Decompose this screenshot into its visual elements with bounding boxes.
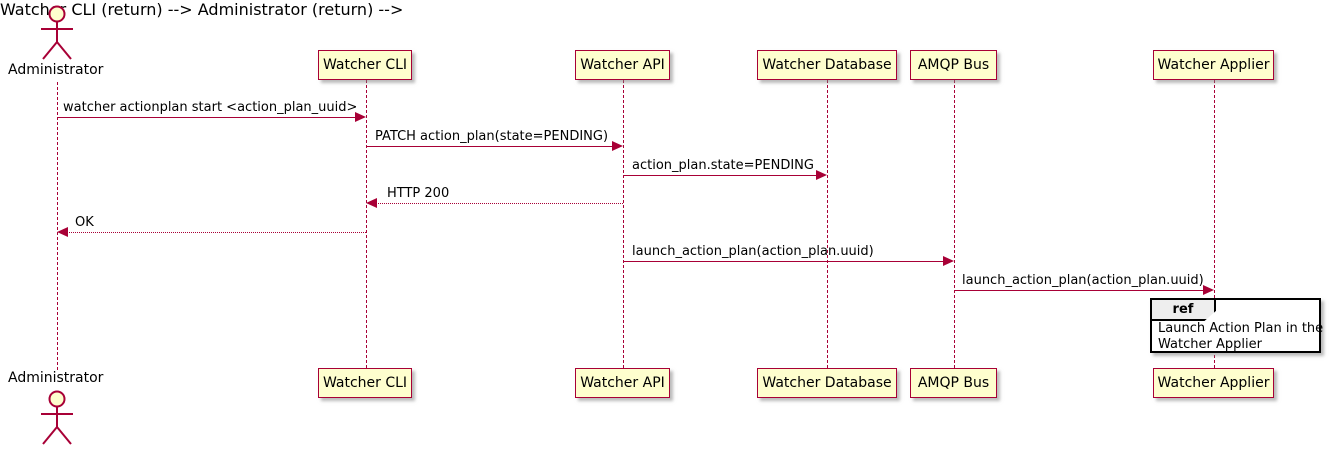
participant-watcher-applier-bottom: Watcher Applier (1153, 368, 1274, 398)
ref-text: Launch Action Plan in the Watcher Applie… (1158, 321, 1324, 353)
lifeline-watcher-database (827, 80, 828, 368)
message-line (954, 290, 1205, 291)
participant-amqp-bus-bottom: AMQP Bus (910, 368, 997, 398)
participant-watcher-database-top: Watcher Database (757, 50, 897, 80)
lifeline-watcher-cli (366, 80, 367, 368)
actor-icon (41, 5, 73, 60)
arrowhead-left-icon (366, 198, 377, 208)
ref-fragment: ref Launch Action Plan in the Watcher Ap… (1150, 298, 1324, 353)
message-label: action_plan.state=PENDING (632, 158, 814, 173)
arrowhead-right-icon (1203, 285, 1214, 295)
actor-label-top: Administrator (8, 62, 104, 78)
lifeline-amqp-bus (954, 80, 955, 368)
message-label: launch_action_plan(action_plan.uuid) (632, 244, 874, 259)
participant-watcher-cli-top: Watcher CLI (318, 50, 412, 80)
message-line (623, 261, 945, 262)
participant-watcher-database-bottom: Watcher Database (757, 368, 897, 398)
participant-amqp-bus-top: AMQP Bus (910, 50, 997, 80)
ref-text-line1: Launch Action Plan in the (1158, 321, 1324, 336)
message-line (366, 146, 614, 147)
actor-label-bottom: Administrator (8, 370, 104, 386)
lifeline-administrator (57, 82, 58, 370)
message-label: watcher actionplan start <action_plan_uu… (63, 100, 358, 115)
actor-icon (41, 390, 73, 445)
message-line (57, 117, 357, 118)
arrowhead-right-icon (943, 256, 954, 266)
participant-watcher-applier-top: Watcher Applier (1153, 50, 1274, 80)
lifeline-watcher-applier (1214, 80, 1215, 368)
arrowhead-right-icon (816, 170, 827, 180)
message-line (375, 203, 623, 204)
ref-text-line2: Watcher Applier (1158, 337, 1262, 352)
message-line (623, 175, 818, 176)
ref-keyword-tab: ref (1152, 300, 1216, 321)
message-label: HTTP 200 (387, 186, 450, 201)
message-label: OK (75, 215, 94, 230)
lifeline-watcher-api (623, 80, 624, 368)
arrowhead-right-icon (612, 141, 623, 151)
arrowhead-right-icon (355, 112, 366, 122)
participant-watcher-api-bottom: Watcher API (575, 368, 670, 398)
participant-watcher-cli-bottom: Watcher CLI (318, 368, 412, 398)
arrowhead-left-icon (57, 227, 68, 237)
message-label: launch_action_plan(action_plan.uuid) (962, 273, 1204, 288)
message-line (66, 232, 366, 233)
message-label: PATCH action_plan(state=PENDING) (375, 129, 609, 144)
participant-watcher-api-top: Watcher API (575, 50, 670, 80)
ref-keyword: ref (1172, 302, 1194, 317)
